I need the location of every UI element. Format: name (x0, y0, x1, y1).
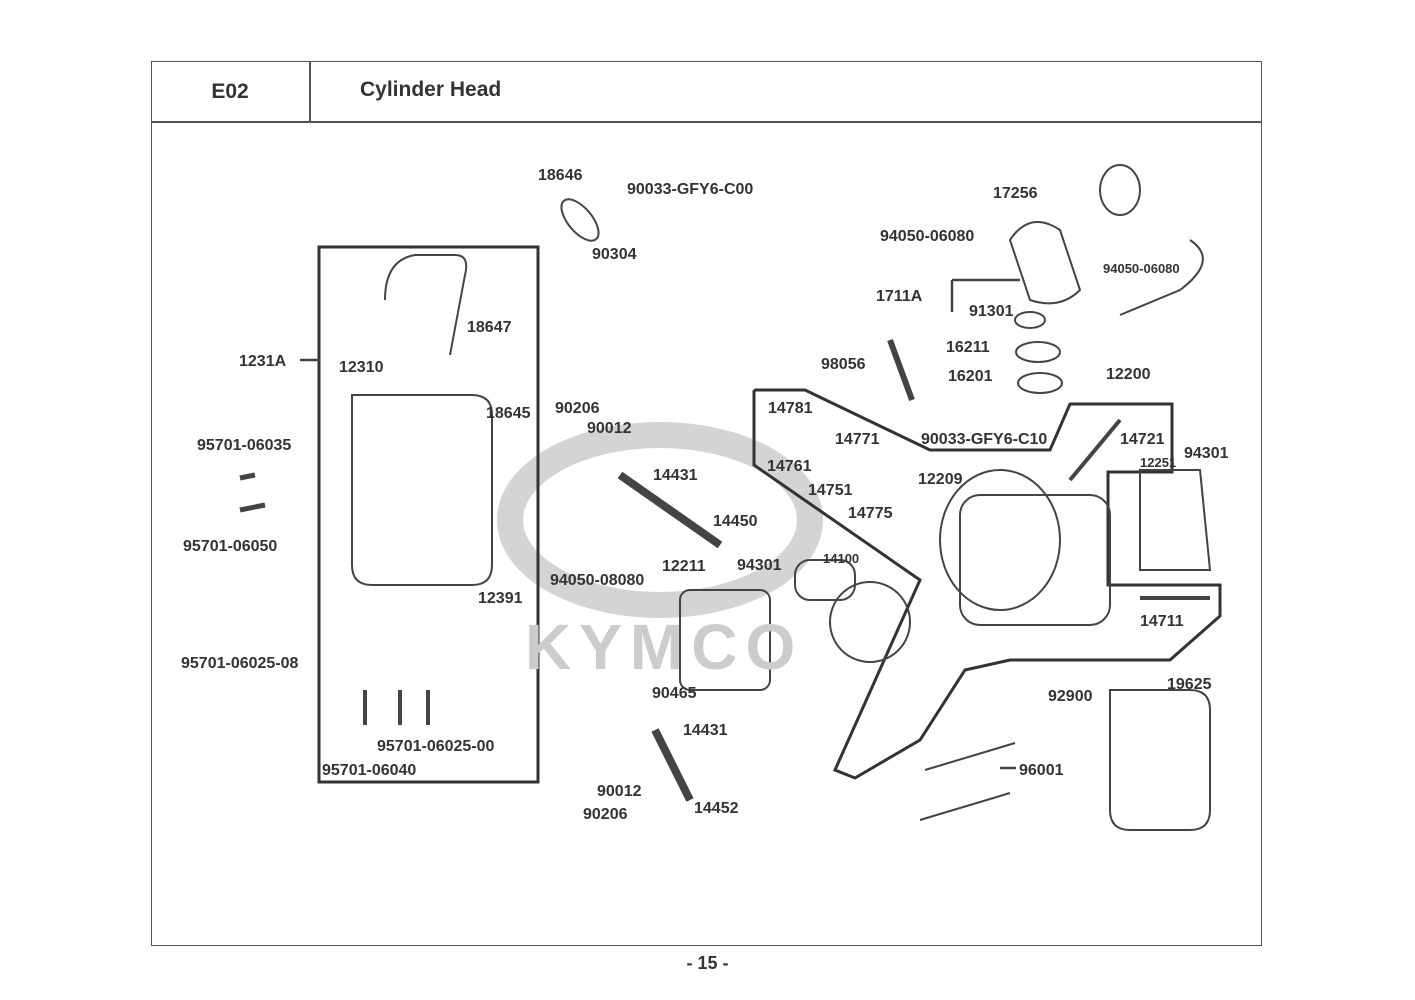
watermark-text: KYMCO (525, 611, 804, 683)
part-label: 12211 (662, 558, 706, 575)
part-label: 95701-06025-08 (181, 655, 299, 672)
part-label: 90033-GFY6-C10 (921, 431, 1048, 448)
part-label: 90206 (555, 400, 600, 417)
gasket-16201 (1017, 372, 1063, 394)
part-label: 12391 (478, 590, 523, 607)
part-label: 92900 (1048, 688, 1093, 705)
gasket-12251 (1139, 469, 1212, 571)
page-number: - 15 - (686, 953, 729, 973)
part-label: 18645 (486, 405, 531, 422)
part-label: 1711A (876, 288, 923, 305)
part-label: 12251 (1140, 455, 1177, 470)
rocker-shaft-14452 (651, 728, 694, 802)
part-label: 14721 (1120, 431, 1165, 448)
part-label: 14431 (653, 467, 698, 484)
part-label: 94301 (737, 557, 782, 574)
cylinder-head (939, 469, 1061, 611)
gasket-16211 (1015, 341, 1061, 363)
part-label: 14751 (808, 482, 853, 499)
spark-plug (887, 338, 915, 402)
breather-pipe (384, 254, 468, 356)
part-label: 14711 (1140, 613, 1184, 630)
part-label: 90012 (587, 420, 632, 437)
gasket-19625 (1109, 689, 1211, 831)
part-label: 14761 (767, 458, 812, 475)
section-code: E02 (211, 79, 249, 103)
page-frame (151, 61, 1262, 946)
part-label: 90033-GFY6-C00 (627, 181, 754, 198)
cam-sprocket (829, 581, 911, 663)
part-label: 14100 (823, 551, 860, 566)
part-label: 18646 (538, 167, 583, 184)
stud-bolt-1 (924, 742, 1016, 771)
part-label: 14450 (713, 513, 758, 530)
part-label: 90012 (597, 783, 642, 800)
cover-group-bracket (317, 245, 540, 784)
bolt-95701-06035 (239, 472, 256, 481)
part-label: 12209 (918, 471, 963, 488)
part-label: 17256 (993, 185, 1038, 202)
part-label: 14452 (694, 800, 739, 817)
camshaft (794, 559, 856, 601)
gasket-18646 (560, 198, 600, 242)
kymco-logo (497, 422, 823, 618)
stud-bolt-2 (919, 792, 1011, 821)
part-label: 16201 (948, 368, 993, 385)
part-label: 96001 (1019, 762, 1064, 779)
intake-manifold (1008, 221, 1082, 305)
part-label: 94050-06080 (1103, 261, 1180, 276)
part-label: 19625 (1167, 676, 1212, 693)
part-label: 16211 (946, 339, 990, 356)
part-label: 95701-06050 (183, 538, 278, 555)
part-label: 90304 (592, 246, 637, 263)
cylinder-head-body (959, 494, 1111, 626)
part-label: 12200 (1106, 366, 1151, 383)
part-label: 1231A (239, 353, 287, 370)
header-divider (151, 121, 1262, 123)
rocker-shaft-14450 (617, 471, 723, 549)
part-label: 98056 (821, 356, 866, 373)
head-group-bracket (752, 388, 1222, 780)
part-label: 12310 (339, 359, 384, 376)
o-ring-91301 (1014, 311, 1046, 329)
leader-lines (300, 278, 1020, 770)
part-label: 14775 (848, 505, 893, 522)
header-column-divider (309, 61, 311, 122)
part-label: 14431 (683, 722, 728, 739)
cylinder-head-cover (351, 394, 493, 586)
part-label: 90206 (583, 806, 628, 823)
part-label: 91301 (969, 303, 1014, 320)
part-label: 94050-06080 (880, 228, 975, 245)
hose (1119, 239, 1204, 316)
part-label: 94050-08080 (550, 572, 645, 589)
clamp-17256 (1099, 164, 1141, 216)
bolt-95701-06050 (239, 502, 266, 513)
part-label: 95701-06040 (322, 762, 417, 779)
part-label: 14781 (768, 400, 813, 417)
part-label: 95701-06025-00 (377, 738, 495, 755)
part-label: 95701-06035 (197, 437, 292, 454)
page-title: Cylinder Head (360, 78, 502, 101)
part-label: 94301 (1184, 445, 1229, 462)
part-label: 18647 (467, 319, 512, 336)
part-label: 90465 (652, 685, 697, 702)
part-label: 14771 (835, 431, 880, 448)
rocker-arm-holder (679, 589, 771, 691)
valve-exhaust (1068, 418, 1122, 482)
